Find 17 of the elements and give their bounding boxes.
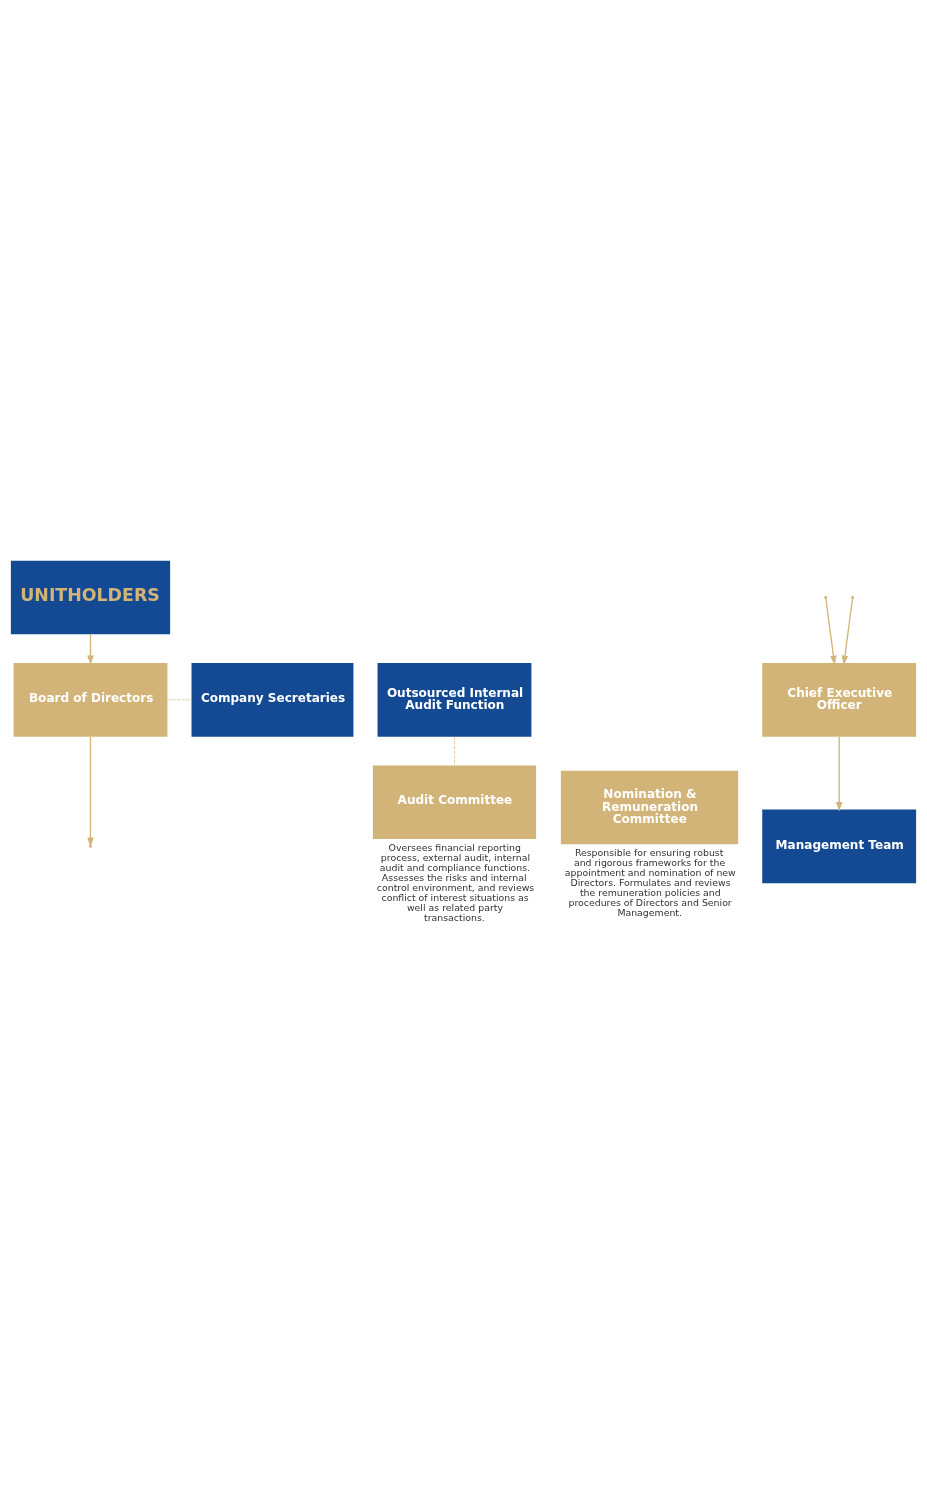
- node-box: Outsourced Internal Audit Function: [377, 662, 532, 737]
- connector: [454, 735, 455, 766]
- arrow: [835, 735, 843, 811]
- node-box: Nomination & Remuneration Committee: [560, 770, 739, 844]
- node-box: Chief Executive Officer: [762, 662, 917, 737]
- arrow: [87, 633, 94, 665]
- arrow: [87, 735, 94, 847]
- arrow: [841, 597, 854, 665]
- connector: [167, 699, 192, 700]
- node-box: Board of Directors: [13, 662, 168, 737]
- node-box: Company Secretaries: [191, 662, 354, 737]
- node-box: Management Team: [762, 809, 917, 883]
- node-box: UNITHOLDERS: [10, 560, 171, 634]
- node-box: Audit Committee: [372, 764, 537, 839]
- arrow: [825, 597, 837, 665]
- node-label: Responsible for ensuring robust and rigorous frameworks for the appointment and nomination of new Directors. Formulates and reviews the remuneration policies and procedures of Directors and Senior Management.: [564, 846, 736, 918]
- node-label: Oversees financial reporting process, external audit, internal audit and compliance functions. Assesses the risks and internal control environment, and reviews conflict of interest situations as well as related party transactions.: [376, 841, 535, 923]
